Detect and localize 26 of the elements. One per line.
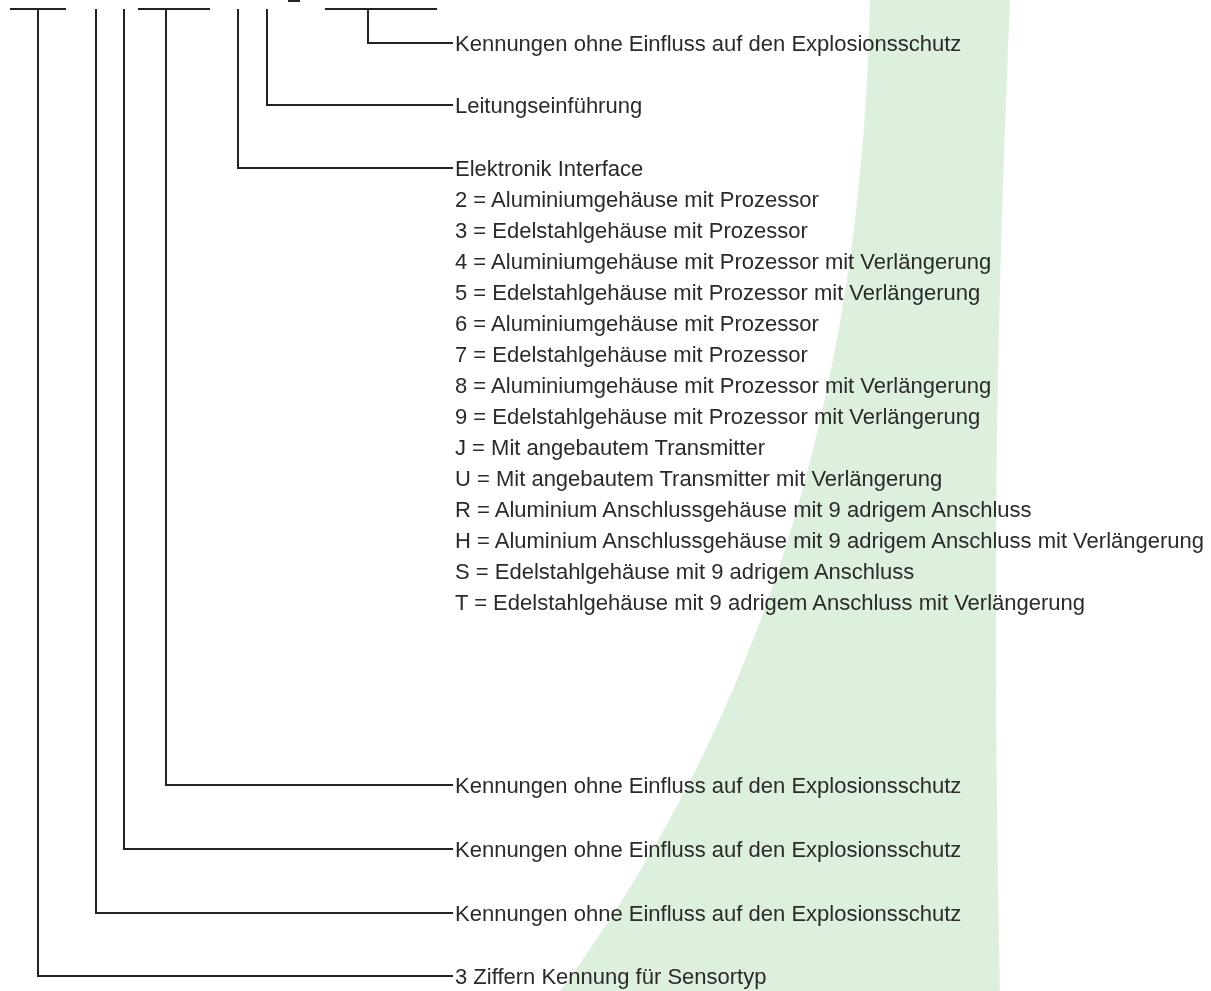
designation-label: Kennungen ohne Einfluss auf den Explosionsschutz <box>455 28 962 59</box>
option-item: T = Edelstahlgehäuse mit 9 adrigem Anschluss mit Verlängerung <box>455 589 1086 617</box>
option-item: R = Aluminium Anschlussgehäuse mit 9 adrigem Anschluss <box>455 496 1033 524</box>
option-item: 8 = Aluminiumgehäuse mit Prozessor mit Verlängerung <box>455 372 993 400</box>
option-item: S = Edelstahlgehäuse mit 9 adrigem Anschluss <box>455 558 916 586</box>
option-item: J = Mit angebautem Transmitter <box>455 434 766 462</box>
leader-line <box>367 8 454 44</box>
option-item: 6 = Aluminiumgehäuse mit Prozessor <box>455 310 820 338</box>
option-heading: Elektronik Interface <box>455 155 645 183</box>
option-item: 7 = Edelstahlgehäuse mit Prozessor <box>455 341 809 369</box>
leader-line <box>237 8 454 169</box>
designation-label: Leitungseinführung <box>455 90 643 121</box>
option-item: U = Mit angebautem Transmitter mit Verlängerung <box>455 465 944 493</box>
option-item: 5 = Edelstahlgehäuse mit Prozessor mit Verlängerung <box>455 279 982 307</box>
leader-line <box>165 8 454 786</box>
designation-label: Kennungen ohne Einfluss auf den Explosionsschutz <box>455 770 962 801</box>
option-item: H = Aluminium Anschlussgehäuse mit 9 adrigem Anschluss mit Verlängerung <box>455 527 1205 555</box>
leader-line <box>37 8 454 977</box>
leader-line <box>266 8 454 106</box>
option-item: 4 = Aluminiumgehäuse mit Prozessor mit Verlängerung <box>455 248 993 276</box>
designation-label: Kennungen ohne Einfluss auf den Explosionsschutz <box>455 834 962 865</box>
designation-label: 3 Ziffern Kennung für Sensortyp <box>455 961 767 991</box>
option-item: 2 = Aluminiumgehäuse mit Prozessor <box>455 186 820 214</box>
option-item: 3 = Edelstahlgehäuse mit Prozessor <box>455 217 809 245</box>
designation-label: Kennungen ohne Einfluss auf den Explosionsschutz <box>455 898 962 929</box>
option-item: 9 = Edelstahlgehäuse mit Prozessor mit Verlängerung <box>455 403 982 431</box>
